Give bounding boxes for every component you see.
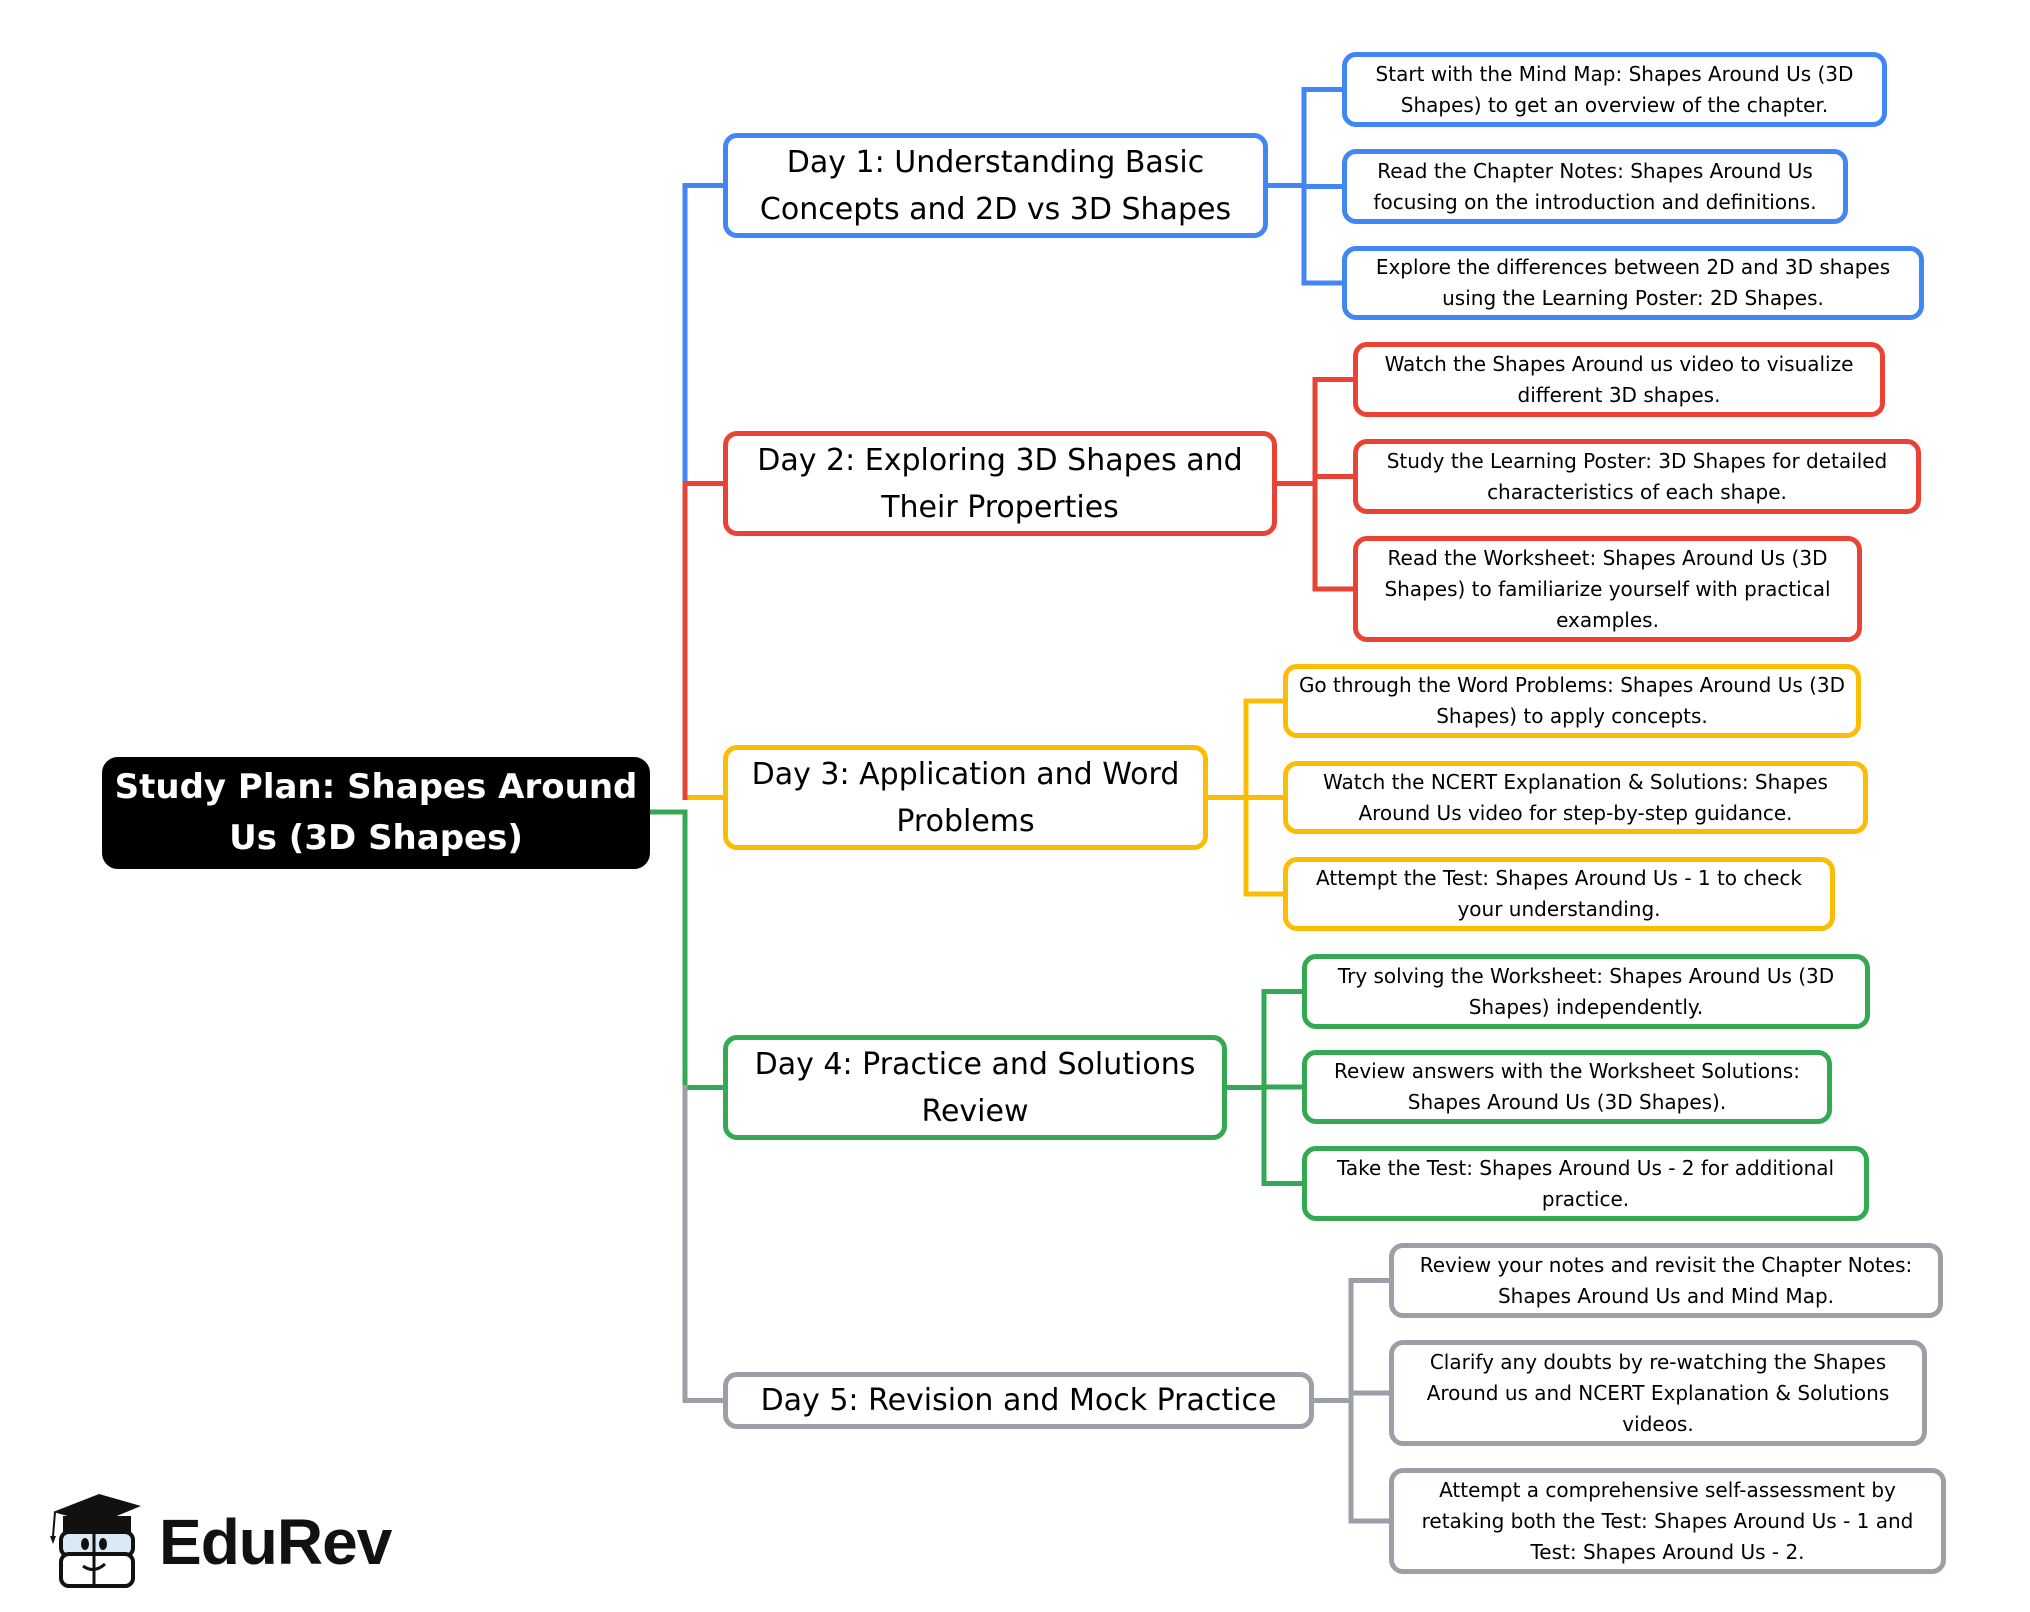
task-node: Read the Worksheet: Shapes Around Us (3D… — [1353, 536, 1862, 642]
task-node: Start with the Mind Map: Shapes Around U… — [1342, 52, 1887, 127]
task-node: Attempt a comprehensive self-assessment … — [1389, 1468, 1946, 1574]
logo-text: EduRev — [159, 1506, 392, 1578]
task-node: Review your notes and revisit the Chapte… — [1389, 1243, 1943, 1318]
task-node: Read the Chapter Notes: Shapes Around Us… — [1342, 149, 1848, 224]
task-node: Take the Test: Shapes Around Us - 2 for … — [1302, 1146, 1869, 1221]
day-2-node: Day 2: Exploring 3D Shapes and Their Pro… — [723, 431, 1277, 536]
day-3-node: Day 3: Application and Word Problems — [723, 745, 1208, 850]
task-node: Go through the Word Problems: Shapes Aro… — [1283, 664, 1861, 738]
task-node: Attempt the Test: Shapes Around Us - 1 t… — [1283, 857, 1835, 931]
day-1-node: Day 1: Understanding Basic Concepts and … — [723, 133, 1268, 238]
day-4-node: Day 4: Practice and Solutions Review — [723, 1035, 1227, 1140]
root-node: Study Plan: Shapes Around Us (3D Shapes) — [102, 757, 650, 869]
task-node: Study the Learning Poster: 3D Shapes for… — [1353, 439, 1921, 514]
task-node: Try solving the Worksheet: Shapes Around… — [1302, 954, 1870, 1029]
task-node: Watch the NCERT Explanation & Solutions:… — [1283, 761, 1868, 834]
edurev-logo: EduRev — [39, 1494, 392, 1590]
task-node: Review answers with the Worksheet Soluti… — [1302, 1050, 1832, 1124]
day-5-node: Day 5: Revision and Mock Practice — [723, 1372, 1314, 1429]
task-node: Explore the differences between 2D and 3… — [1342, 246, 1924, 320]
graduation-cap-mascot-icon — [50, 1494, 141, 1588]
task-node: Watch the Shapes Around us video to visu… — [1353, 342, 1885, 417]
task-node: Clarify any doubts by re-watching the Sh… — [1389, 1340, 1927, 1446]
